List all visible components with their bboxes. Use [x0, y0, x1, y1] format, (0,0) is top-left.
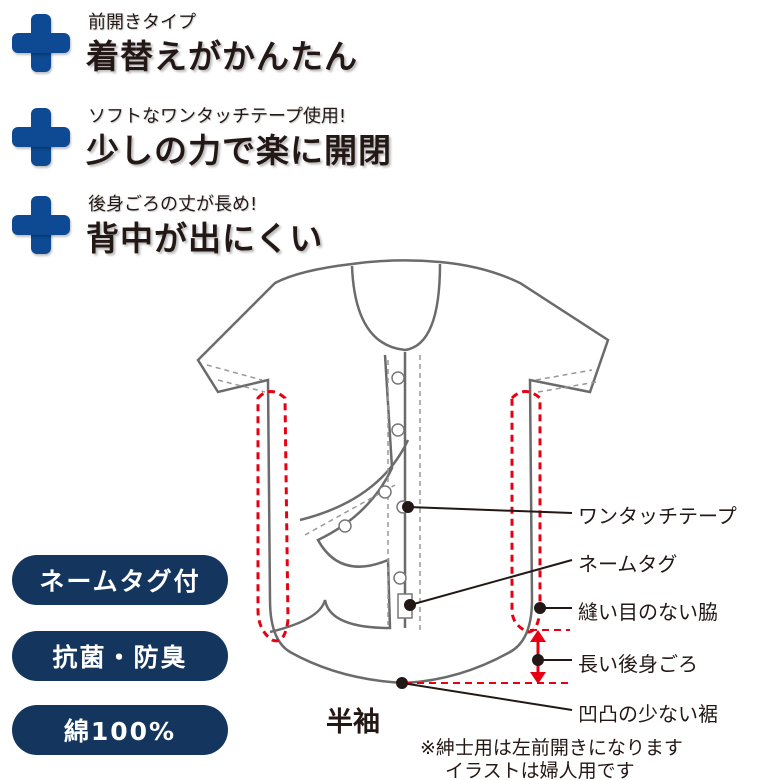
label-name-tag: ネームタグ: [578, 552, 678, 576]
label-one-touch-tape: ワンタッチテープ: [578, 504, 737, 528]
label-seamless-side: 縫い目のない脇: [578, 600, 718, 624]
feature-title: 着替えがかんたん: [86, 37, 358, 76]
feature-title: 少しの力で楽に開閉: [86, 131, 392, 170]
plus-icon: [12, 196, 70, 254]
badge-antibacterial: 抗菌・防臭: [12, 631, 228, 681]
label-flat-hem: 凹凸の少ない裾: [578, 702, 718, 726]
label-long-back: 長い後身ごろ: [578, 652, 698, 676]
seamless-side-right: [510, 390, 542, 634]
feature-subtitle: ソフトなワンタッチテープ使用!: [88, 106, 347, 127]
seamless-side-left: [256, 390, 290, 643]
diagram-title: 半袖: [326, 707, 380, 738]
feature-subtitle: 後身ごろの丈が長め!: [88, 194, 258, 215]
plus-icon: [12, 108, 70, 166]
badge-name-tag: ネームタグ付: [12, 555, 228, 605]
neckline: [350, 263, 442, 352]
feature-subtitle: 前開きタイプ: [88, 12, 196, 33]
note-line-2: イラストは婦人用です: [445, 760, 635, 780]
plus-icon: [12, 14, 70, 72]
shirt-outline: [196, 259, 610, 685]
note-line-1: ※紳士用は左前開きになります: [420, 737, 683, 759]
badge-cotton: 綿100%: [12, 705, 228, 755]
feature-title: 背中が出にくい: [86, 219, 324, 258]
